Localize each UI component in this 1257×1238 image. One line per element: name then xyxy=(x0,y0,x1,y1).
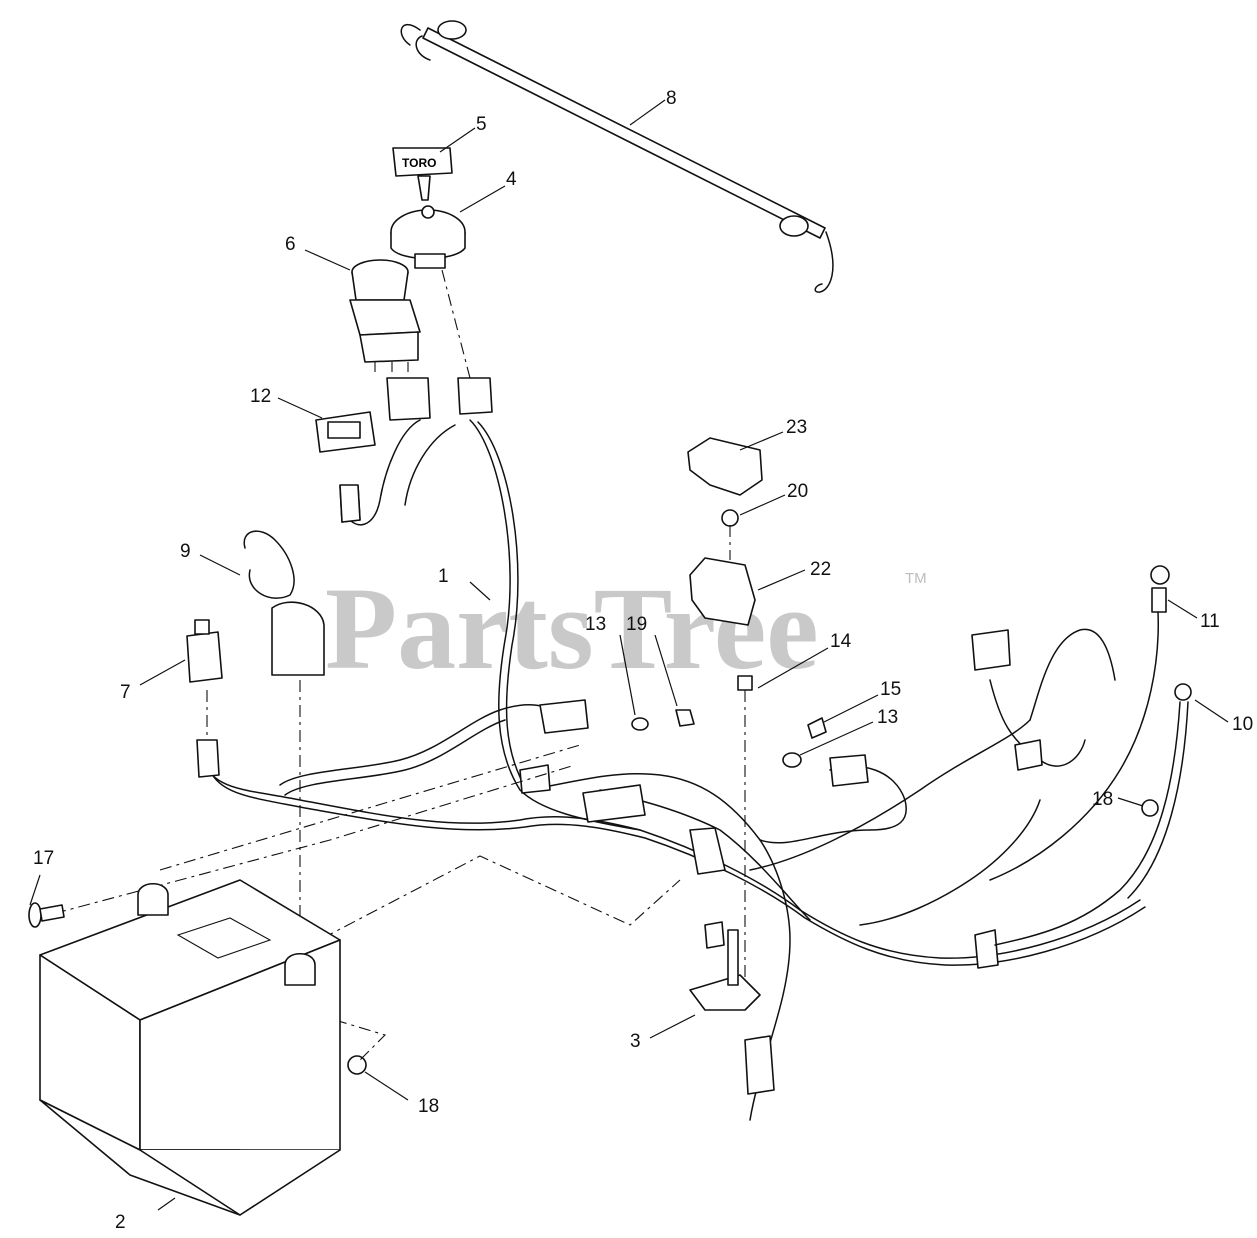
callout-13-left: 13 xyxy=(585,614,606,635)
leader-lines xyxy=(29,99,1229,1211)
ignition-alignment-line xyxy=(441,269,471,379)
part-23-cover xyxy=(687,437,763,496)
callout-5: 5 xyxy=(476,114,487,135)
part-11-cable xyxy=(989,565,1170,881)
part-7-relay xyxy=(186,619,223,683)
pto-connector xyxy=(386,377,431,421)
part-22-boot xyxy=(689,557,756,626)
part-20-nut xyxy=(721,509,739,527)
callout-1: 1 xyxy=(438,566,449,587)
part-13-washer-left xyxy=(631,717,649,731)
part-5-key: TORO xyxy=(392,147,453,201)
part-15-bolt xyxy=(807,717,827,739)
part-9-cable-boot xyxy=(243,530,325,676)
callout-14: 14 xyxy=(830,631,852,652)
callout-13-right: 13 xyxy=(877,707,898,728)
ignition-connector xyxy=(457,377,493,415)
callout-8: 8 xyxy=(666,88,677,109)
callout-18-right: 18 xyxy=(1092,789,1113,810)
part-17-bolt xyxy=(28,902,65,928)
ground-alignment-line xyxy=(299,855,681,951)
watermark-trademark: TM xyxy=(905,570,927,587)
callout-18-left: 18 xyxy=(418,1096,439,1117)
callout-23: 23 xyxy=(786,417,807,438)
callout-19: 19 xyxy=(626,614,647,635)
callout-20: 20 xyxy=(787,481,808,502)
bolt-alignment-line xyxy=(29,764,576,921)
part-8-rod xyxy=(400,20,834,293)
part-19-nut xyxy=(675,709,695,727)
part-2-battery xyxy=(39,879,341,1216)
callout-10: 10 xyxy=(1232,714,1253,735)
callout-22: 22 xyxy=(810,559,831,580)
callout-7: 7 xyxy=(120,682,131,703)
part-18-nut-left xyxy=(347,1055,367,1075)
nut-alignment-line xyxy=(334,1019,387,1061)
part-18-nut-right xyxy=(1141,799,1159,817)
callout-12: 12 xyxy=(250,386,271,407)
callout-3: 3 xyxy=(630,1031,641,1052)
part-14-bolt xyxy=(737,675,753,1000)
part-4-ignition-switch xyxy=(390,205,466,269)
callout-11: 11 xyxy=(1200,611,1220,632)
callout-4: 4 xyxy=(506,169,517,190)
part-1-wire-harness xyxy=(196,419,1146,1121)
part-6-pto-switch xyxy=(349,259,421,372)
callout-15: 15 xyxy=(880,679,901,700)
callout-17: 17 xyxy=(33,848,54,869)
part-13-washer-right xyxy=(782,752,802,768)
callout-2: 2 xyxy=(115,1212,126,1233)
callout-9: 9 xyxy=(180,541,191,562)
key-tag-text: TORO xyxy=(402,156,436,170)
part-3-solenoid xyxy=(689,921,775,1095)
part-10-cable xyxy=(994,683,1192,946)
callout-6: 6 xyxy=(285,234,296,255)
terminal-alignment-line xyxy=(159,744,581,871)
